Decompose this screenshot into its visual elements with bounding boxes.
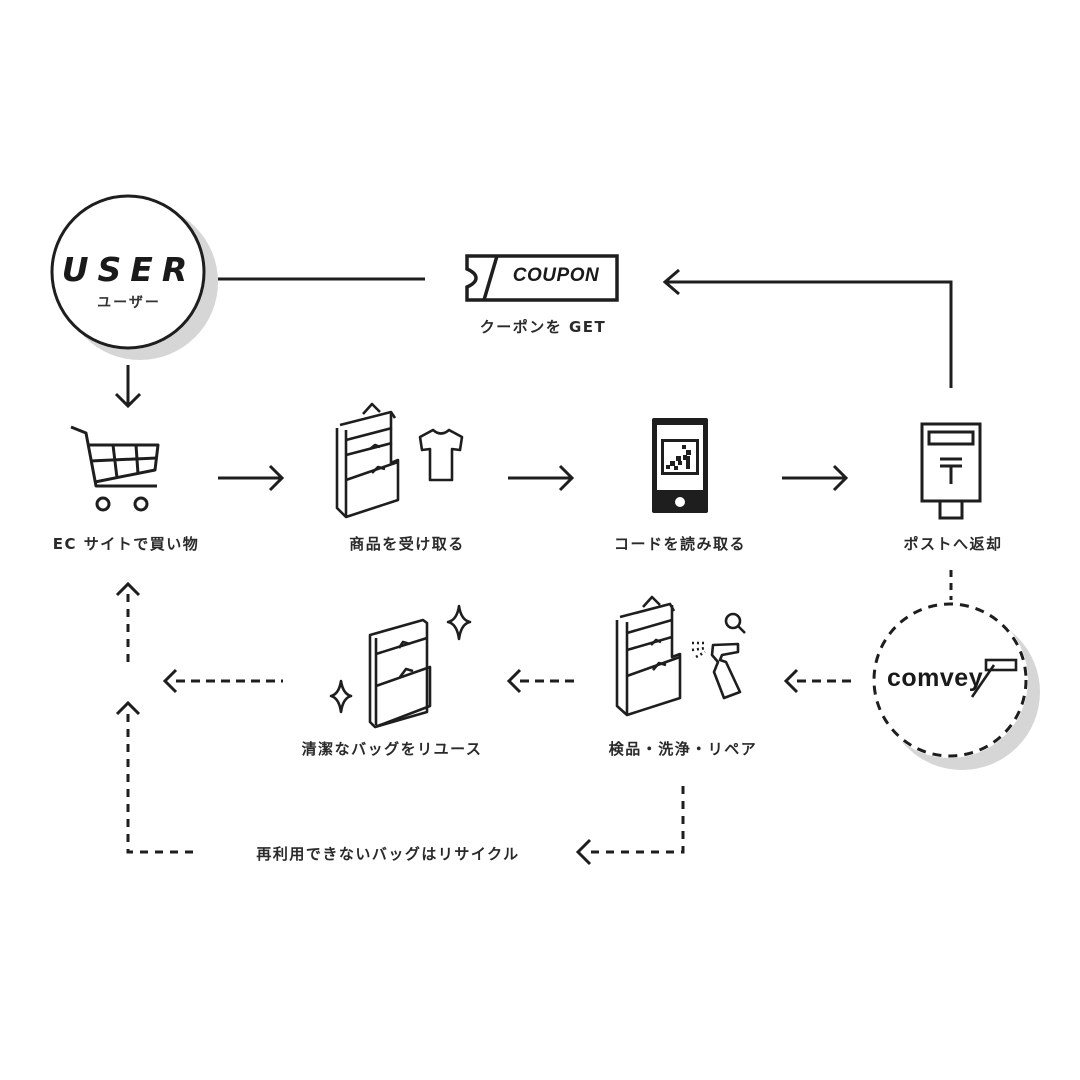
flow-arrow-2: [508, 464, 575, 492]
comvey-circle-fill: [872, 602, 1028, 758]
comvey-node: [872, 602, 1040, 770]
step-label-scan: コードを読み取る: [613, 535, 747, 553]
step-label-post: ポストへ返却: [903, 535, 1003, 553]
step-label-inspect: 検品・洗浄・リペア: [608, 740, 758, 758]
return-arrow-1: [783, 668, 856, 694]
coupon-ticket-icon: [465, 254, 619, 302]
coupon-caption: クーポンを GET: [479, 318, 607, 336]
step-label-receive: 商品を受け取る: [349, 535, 465, 553]
up-arrow-to-shop: [115, 581, 141, 664]
return-arrow-2: [506, 668, 574, 694]
flow-arrow-1: [218, 464, 285, 492]
recycle-arrow: [575, 786, 685, 866]
user-subtitle: ユーザー: [97, 295, 161, 311]
user-title: USER: [61, 250, 197, 289]
postbox-icon: [920, 422, 982, 520]
smartphone-code-icon: [652, 418, 708, 513]
comvey-logo-text: comvey: [887, 664, 984, 692]
recycle-label: 再利用できないバッグはリサイクル: [256, 845, 520, 863]
shopping-cart-icon: [70, 425, 160, 512]
comvey-flag-icon: [970, 658, 1018, 698]
clean-bag-sparkle-icon: [329, 604, 472, 729]
user-down-arrow: [114, 365, 142, 409]
flow-arrow-3: [782, 464, 849, 492]
return-to-coupon-arrow: [662, 268, 953, 388]
step-label-reuse: 清潔なバッグをリユース: [301, 740, 483, 758]
bag-spray-magnifier-icon: [615, 595, 746, 717]
coupon-badge-text: COUPON: [512, 265, 600, 286]
comvey-circle-border: [872, 602, 1028, 758]
user-circle: [50, 194, 206, 350]
step-label-shop: EC サイトで買い物: [52, 535, 200, 553]
up-arrow-recycle-loop: [115, 700, 200, 854]
return-arrow-3: [162, 668, 283, 694]
bag-and-tshirt-icon: [335, 402, 464, 519]
user-node: [50, 194, 218, 360]
